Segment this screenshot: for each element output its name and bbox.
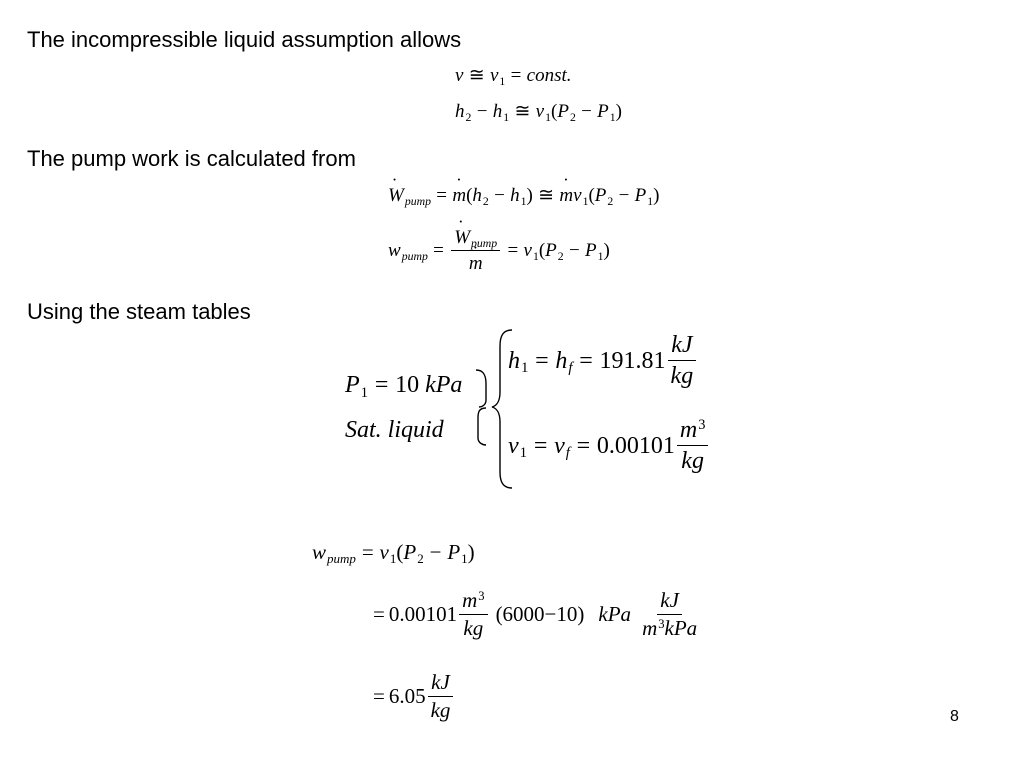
- left-brace-bottom: [477, 407, 487, 446]
- fraction-power-over-mass: Wpump m: [451, 218, 501, 273]
- pressure-difference: (6000−10): [495, 602, 585, 626]
- kpa-unit: kPa: [598, 602, 632, 626]
- intro-text-incompressible: The incompressible liquid assumption all…: [27, 27, 462, 52]
- intro-text-steam-tables: Using the steam tables: [27, 299, 251, 324]
- big-left-brace: [491, 329, 513, 489]
- equation-h1-hf: h1=hf=191.81 kJ kg: [508, 333, 698, 388]
- unit-kj-per-kg: kJ kg: [668, 333, 697, 388]
- result-value: 6.05: [388, 684, 426, 708]
- equation-enthalpy-difference: h2−h1≅v1(P2−P1): [455, 101, 622, 124]
- unit-conversion-fraction: kJ m3kPa: [642, 588, 698, 640]
- p1-unit: kPa: [425, 372, 463, 398]
- p1-value: 10: [395, 372, 420, 398]
- saturated-liquid-label: Sat. liquid: [345, 417, 444, 443]
- right-brace-top: [475, 369, 487, 408]
- intro-text-pump-work: The pump work is calculated from: [27, 146, 356, 171]
- hf-value: 191.81: [599, 347, 666, 374]
- page-number: 8: [950, 708, 959, 725]
- equation-v-const: v≅v1=const.: [455, 65, 572, 88]
- const-text: const.: [526, 65, 572, 86]
- equation-specific-pump-work: wpump= Wpump m =v1(P2−P1): [388, 218, 610, 273]
- equation-pump-power: Wpump=m(h2−h1)≅mv1(P2−P1): [388, 176, 659, 207]
- equation-result: =6.05 kJ kg: [373, 672, 455, 721]
- vf-value-2: 0.00101: [388, 602, 458, 626]
- equation-substitution: =0.00101 m3 kg (6000−10) kPa kJ m3kPa: [373, 590, 702, 639]
- unit-m3-per-kg-2: m3 kg: [459, 590, 488, 639]
- equation-wpump-final: wpump=v1(P2−P1): [312, 540, 475, 567]
- equation-v1-vf: v1=vf=0.00101 m3 kg: [508, 418, 710, 473]
- unit-m3-per-kg: m3 kg: [676, 418, 709, 473]
- vf-value: 0.00101: [596, 432, 675, 459]
- unit-kj-per-kg-result: kJ kg: [428, 672, 454, 721]
- equation-p1: P1=10 kPa: [345, 372, 463, 401]
